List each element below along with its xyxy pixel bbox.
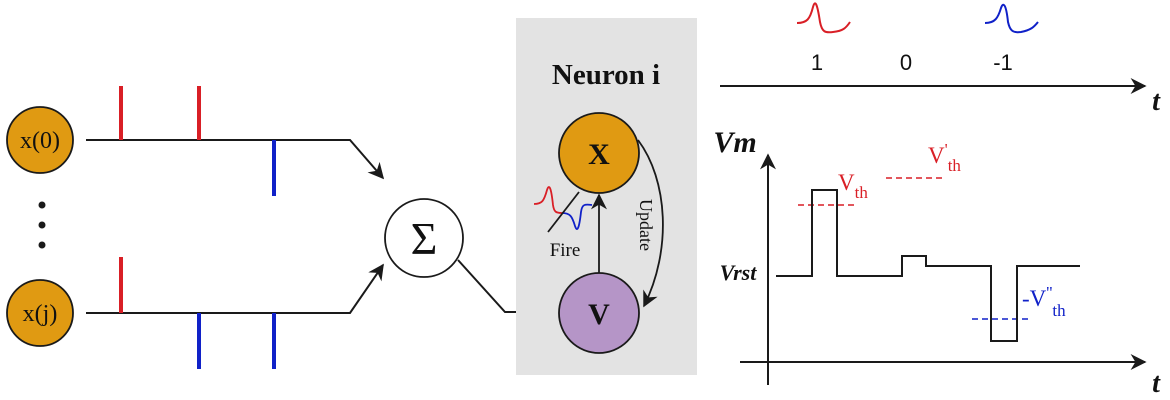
- legend-value-pos: 1: [811, 50, 823, 75]
- legend-t-label: t: [1152, 86, 1161, 117]
- neuron-title: Neuron i: [552, 59, 660, 91]
- sum-symbol: Σ: [411, 213, 438, 264]
- vrst-label: Vrst: [720, 260, 758, 285]
- summation-node: Σ: [384, 198, 557, 320]
- fire-label: Fire: [550, 240, 581, 261]
- legend-spike-positive: [796, 2, 851, 34]
- vth-double-prime-label: -V''th: [1022, 283, 1066, 320]
- vth-prime-label: V'th: [928, 140, 961, 175]
- neuron-panel: Neuron i X V Fire Update: [516, 18, 697, 375]
- legend-value-neg: -1: [993, 50, 1013, 75]
- input-node-j: [6, 279, 74, 347]
- legend-value-zero: 0: [900, 50, 912, 75]
- fire-spike-icon: [533, 186, 593, 233]
- voltage-plot: Vm t Vrst Vth V'th -V''th: [713, 126, 1161, 399]
- input-line-bottom: [86, 263, 384, 314]
- legend-spike-negative: [984, 3, 1039, 34]
- update-label: Update: [636, 199, 656, 251]
- ellipsis-dot: [38, 221, 46, 229]
- v-node-label: V: [588, 298, 610, 331]
- x-node-label: X: [588, 138, 610, 171]
- input-node-0-label: x(0): [20, 128, 60, 154]
- input-line-top: [86, 139, 385, 180]
- vth-label: Vth: [838, 170, 868, 202]
- vm-y-label: Vm: [713, 126, 756, 159]
- spike-legend: 1 0 -1 t: [720, 2, 1161, 117]
- x-node: [558, 112, 640, 194]
- ellipsis-dot: [38, 201, 46, 209]
- update-arrow: [637, 139, 664, 308]
- input-section: x(0) x(j): [6, 86, 385, 369]
- vm-x-label: t: [1152, 368, 1161, 399]
- ellipsis-dot: [38, 241, 46, 249]
- input-node-j-label: x(j): [23, 301, 58, 327]
- input-node-0: [6, 106, 74, 174]
- vm-trace: [776, 189, 1080, 342]
